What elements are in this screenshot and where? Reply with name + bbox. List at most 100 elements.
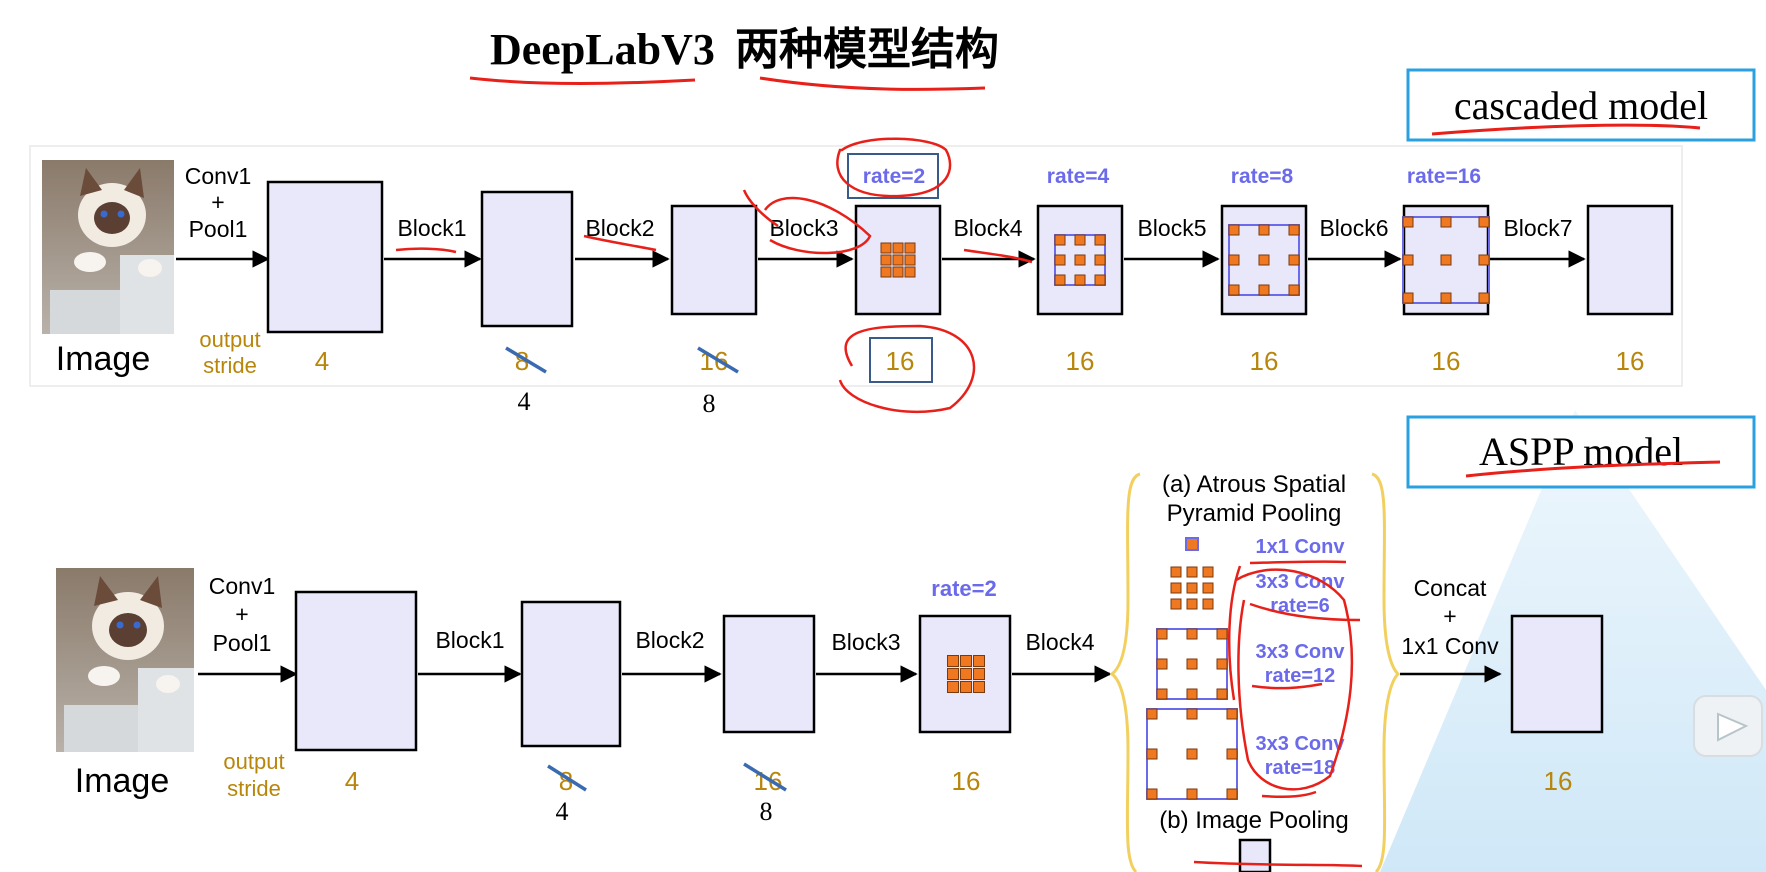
stride-1: 4: [315, 346, 329, 376]
feature-map-5: [1036, 204, 1124, 316]
stride-7: 16: [1432, 346, 1461, 376]
kernel-rate4-cell: [1094, 234, 1106, 246]
feature-map-8: [1586, 204, 1674, 316]
kernel-rate4-cell: [1054, 234, 1066, 246]
image-label-2: Image: [75, 762, 170, 800]
kernel-branch-rate18-cell: [1186, 788, 1198, 800]
kernel-rate8-cell: [1288, 224, 1300, 236]
handwritten2-stride-2: 8: [760, 797, 773, 826]
red-annotations-aspp: [1193, 560, 1363, 868]
kernel-rate16-cell: [1402, 216, 1414, 228]
output-stride-label-2-1: output: [223, 749, 284, 774]
aspp-title-line2: Pyramid Pooling: [1167, 500, 1342, 527]
stem-label-2-line3: Pool1: [213, 630, 272, 656]
block1-label: Block1: [397, 215, 466, 241]
input-image-cat: [42, 160, 174, 334]
aspp-title-line1: (a) Atrous Spatial: [1162, 471, 1346, 498]
stride-8: 16: [1616, 346, 1645, 376]
play-icon: [1717, 712, 1749, 742]
output-stride-label-2: stride: [203, 353, 257, 378]
block2-label: Block2: [585, 215, 654, 241]
kernel-branch-rate18-cell: [1186, 748, 1198, 760]
stem-label-line1: Conv1: [185, 163, 251, 189]
kernel-rate4-cell: [1074, 254, 1086, 266]
kernel-aspp-rate2-cell: [973, 655, 985, 667]
output-stride-label-1: output: [199, 327, 260, 352]
branch-rate-18: rate=18: [1265, 757, 1336, 779]
stride-highlight-box: [869, 337, 933, 383]
kernel-branch-rate12-cell: [1216, 628, 1228, 640]
feature-map-1: [266, 180, 384, 334]
strike2-stride-2: [547, 764, 587, 792]
output-stride-label-2-2: stride: [227, 776, 281, 801]
kernel-aspp-rate2-cell: [960, 681, 972, 693]
block2-label-2: Block2: [635, 627, 704, 653]
kernel-aspp-rate2-cell: [960, 655, 972, 667]
strike-stride-3: [697, 346, 739, 374]
kernel-rate2-cell: [904, 266, 916, 278]
kernel-rate4-cell: [1094, 254, 1106, 266]
feature-map-3: [670, 204, 758, 316]
kernel-aspp-rate2-cell: [947, 681, 959, 693]
image-label: Image: [56, 340, 151, 378]
branch-3x3-conv-c: 3x3 Conv: [1256, 733, 1346, 755]
stem-label-2-line2: +: [235, 601, 248, 627]
block1-label-2: Block1: [435, 627, 504, 653]
kernel-branch-rate12-cell: [1156, 658, 1168, 670]
strike-stride-2: [505, 346, 547, 374]
rate-label-4: rate=4: [1047, 165, 1110, 188]
block3-label-2: Block3: [831, 629, 900, 655]
kernel-rate8: [1228, 224, 1300, 296]
block6-label: Block6: [1319, 215, 1388, 241]
feature-map-2-output: [1510, 614, 1604, 734]
kernel-rate8-cell: [1258, 284, 1270, 296]
kernel-aspp-rate2-cell: [960, 668, 972, 680]
kernel-branch-rate6-cell: [1170, 598, 1182, 610]
stem-label-2-line1: Conv1: [209, 573, 275, 599]
kernel-rate8-cell: [1258, 224, 1270, 236]
kernel-branch-rate12-cell: [1186, 628, 1198, 640]
kernel-branch-rate18-cell: [1226, 708, 1238, 720]
title-en: DeepLabV3: [490, 25, 715, 74]
handwritten-stride-2: 8: [703, 389, 716, 418]
kernel-branch-rate12-cell: [1156, 628, 1168, 640]
concat-label-line2: +: [1443, 603, 1456, 629]
aspp-left-brace: [1109, 472, 1141, 872]
kernel-branch-rate6-cell: [1170, 582, 1182, 594]
kernel-aspp-rate2-cell: [947, 668, 959, 680]
kernel-branch-rate6-cell: [1202, 566, 1214, 578]
feature-map-2-3: [722, 614, 816, 734]
cascaded-model-box: cascaded model: [1406, 68, 1756, 142]
kernel-rate4-cell: [1074, 234, 1086, 246]
branch-rate-6: rate=6: [1270, 595, 1330, 617]
kernel-aspp-rate2-cell: [973, 681, 985, 693]
kernel-branch-rate18-cell: [1146, 748, 1158, 760]
page-title: DeepLabV3 两种模型结构: [469, 25, 999, 91]
kernel-rate2-cell: [904, 242, 916, 254]
stride-5: 16: [1066, 346, 1095, 376]
aspp-model-box: ASPP model: [1406, 415, 1756, 489]
kernel-rate2-cell: [880, 254, 892, 266]
kernel-rate4-cell: [1054, 254, 1066, 266]
feature-map-2-1: [294, 590, 418, 752]
kernel-branch-rate6-cell: [1202, 582, 1214, 594]
branch-3x3-conv-b: 3x3 Conv: [1256, 641, 1346, 663]
block5-label: Block5: [1137, 215, 1206, 241]
kernel-rate16-cell: [1440, 254, 1452, 266]
kernel-branch-rate18-cell: [1186, 708, 1198, 720]
kernel-rate8-cell: [1288, 254, 1300, 266]
handwritten2-stride-1: 4: [556, 797, 569, 826]
kernel-rate2-cell: [892, 242, 904, 254]
concat-label-line1: Concat: [1414, 575, 1487, 601]
stem-label-line3: Pool1: [189, 216, 248, 242]
kernel-rate16: [1402, 216, 1490, 304]
video-play-widget[interactable]: [1693, 695, 1763, 757]
image-pooling-map: [1238, 838, 1272, 872]
rate2-highlight-box: [847, 153, 939, 199]
kernel-rate16-cell: [1478, 254, 1490, 266]
kernel-branch-rate6-cell: [1186, 582, 1198, 594]
kernel-branch-rate12-cell: [1156, 688, 1168, 700]
handwritten-stride-1: 4: [518, 387, 531, 416]
stride-6: 16: [1250, 346, 1279, 376]
